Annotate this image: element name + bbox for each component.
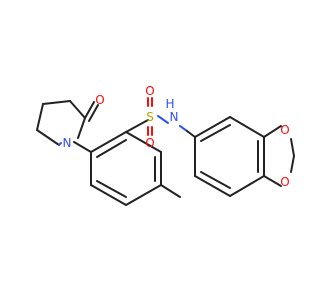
n-aryl-bond-2 bbox=[179, 125, 188, 132]
bond bbox=[90, 131, 127, 153]
benzodioxole-benzene-ring bbox=[194, 116, 265, 197]
bond bbox=[229, 175, 265, 197]
molecule-structure: O N S O O H N O O bbox=[36, 84, 295, 206]
dioxole-oxygen-top-label: O bbox=[280, 123, 289, 137]
carbonyl-bond bbox=[84, 101, 95, 119]
ring-nitrogen-label: N bbox=[63, 136, 72, 150]
bond bbox=[69, 100, 86, 119]
bond bbox=[58, 142, 62, 146]
bond bbox=[200, 124, 231, 142]
sulfonyl-oxygen-bottom-label: O bbox=[145, 136, 154, 150]
bond bbox=[263, 175, 282, 187]
dioxole-ring bbox=[263, 125, 295, 187]
sulfonyl-oxygen-top-label: O bbox=[145, 84, 154, 98]
bond bbox=[263, 125, 282, 138]
bond bbox=[96, 139, 127, 158]
amide-n-label: N bbox=[170, 110, 179, 124]
amide-h-label: H bbox=[165, 97, 174, 111]
pyrrolidinone-ring bbox=[36, 100, 99, 146]
bond bbox=[42, 100, 71, 105]
carbonyl-oxygen-label: O bbox=[95, 93, 104, 107]
bond bbox=[229, 116, 265, 138]
bond bbox=[290, 138, 295, 157]
c-s-bond bbox=[125, 119, 149, 133]
s-n-bond bbox=[157, 115, 169, 124]
bond bbox=[125, 184, 162, 206]
bond bbox=[36, 103, 44, 131]
bond bbox=[90, 184, 127, 206]
n-aryl-bond bbox=[73, 141, 92, 153]
central-benzene-ring bbox=[90, 131, 162, 206]
bond bbox=[36, 129, 60, 146]
bond bbox=[96, 180, 127, 198]
bond bbox=[194, 175, 231, 197]
methyl-bond bbox=[160, 184, 181, 198]
bond bbox=[194, 116, 231, 138]
carbonyl-bond bbox=[88, 104, 99, 122]
bond bbox=[200, 171, 231, 189]
bond bbox=[125, 131, 162, 153]
n-aryl-bond-2 bbox=[186, 130, 196, 138]
dioxole-oxygen-bottom-label: O bbox=[280, 175, 289, 189]
sulfonyl-sulfur-label: S bbox=[146, 110, 154, 124]
bond bbox=[290, 155, 295, 173]
bond bbox=[77, 117, 86, 139]
